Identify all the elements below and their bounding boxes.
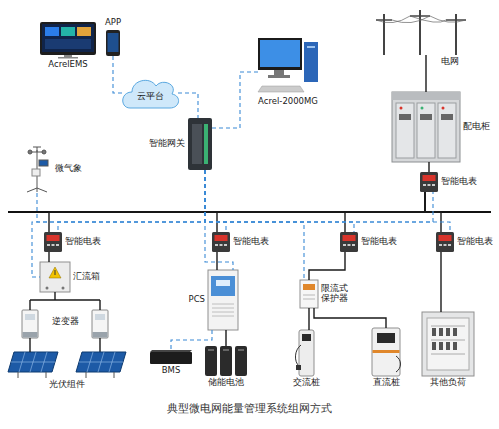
solar-panel-icon xyxy=(8,352,126,378)
pcs-icon xyxy=(208,270,238,330)
combiner-box-icon xyxy=(40,262,70,292)
node-label: 智能网关 xyxy=(149,139,185,149)
power-line xyxy=(314,308,386,328)
protector-icon xyxy=(300,280,318,308)
dc-charger-node: 直流桩 xyxy=(372,328,400,376)
node-label: 直流桩 xyxy=(373,378,400,388)
inverter-icon xyxy=(22,300,108,352)
pcs-node: PCS xyxy=(208,270,238,330)
node-label: 配电柜 xyxy=(463,122,490,132)
power-line xyxy=(216,252,217,270)
pv-node: 光伏组件 xyxy=(8,352,126,378)
power-line xyxy=(308,308,309,330)
monitor-node: AcrelEMS xyxy=(40,22,96,58)
node-label: 光伏组件 xyxy=(49,380,85,390)
node-label: 储能电池 xyxy=(208,378,244,388)
node-label: 智能电表 xyxy=(65,237,101,247)
node-label: BMS xyxy=(162,366,181,376)
power-line xyxy=(440,252,441,312)
bms-node: BMS xyxy=(150,350,192,364)
meter-icon xyxy=(44,172,454,252)
node-label: APP xyxy=(105,18,121,28)
node-label: Acrel-2000MG xyxy=(258,97,318,107)
comm-link xyxy=(205,170,433,222)
power-line xyxy=(29,338,30,352)
meter-node: 智能电表 xyxy=(436,232,454,252)
comm-link xyxy=(212,72,258,128)
combiner-node: 汇流箱 xyxy=(40,262,70,292)
ac-charger-node: 交流桩 xyxy=(295,330,318,376)
gateway-node: 智能网关 xyxy=(188,118,212,170)
power-line xyxy=(425,55,426,92)
meter-node: 智能电表 xyxy=(420,172,438,192)
node-label: 云平台 xyxy=(137,92,164,102)
computer-icon xyxy=(258,38,318,92)
phone-icon xyxy=(106,30,120,56)
node-label: 电网 xyxy=(441,57,459,67)
comm-link xyxy=(205,170,450,232)
node-label: 微气象 xyxy=(55,164,82,174)
node-label: PCS xyxy=(189,295,205,305)
node-label: 限流式 保护器 xyxy=(321,284,350,304)
comm-link xyxy=(178,93,198,118)
meter-node: 智能电表 xyxy=(44,232,62,252)
comm-link xyxy=(205,170,233,270)
power-line xyxy=(345,192,425,232)
comm-link xyxy=(113,56,122,93)
power-line xyxy=(217,192,425,232)
figure-caption: 典型微电网能量管理系统组网方式 xyxy=(0,401,499,416)
node-label: 逆变器 xyxy=(52,317,79,327)
inverter-node: 逆变器 xyxy=(22,300,108,338)
node-label: 智能电表 xyxy=(457,237,493,247)
power-line xyxy=(54,292,55,300)
power-line xyxy=(309,252,345,280)
monitor-icon xyxy=(40,22,96,59)
node-label: 交流桩 xyxy=(293,378,320,388)
bms-icon xyxy=(150,350,192,364)
node-label: 智能电表 xyxy=(233,237,269,247)
weather-station-icon xyxy=(27,147,48,192)
gateway-icon xyxy=(188,118,212,170)
phone-node: APP xyxy=(106,30,120,56)
node-label: AcrelEMS xyxy=(48,60,87,70)
battery-icon xyxy=(205,346,247,376)
power-grid-icon xyxy=(376,10,466,55)
power-line xyxy=(225,330,226,346)
grid-node: 电网 xyxy=(370,8,470,55)
load-cabinet-icon xyxy=(422,312,474,376)
dc-charger-icon xyxy=(372,328,401,376)
meter-node: 智能电表 xyxy=(212,232,230,252)
comm-link xyxy=(32,170,205,277)
comm-link xyxy=(205,170,226,232)
cabinet-node: 配电柜 xyxy=(392,92,460,162)
comm-link xyxy=(58,170,205,232)
meter-node: 智能电表 xyxy=(340,232,358,252)
power-line xyxy=(48,252,49,262)
battery-node: 储能电池 xyxy=(205,346,247,376)
node-label: 其他负荷 xyxy=(430,378,466,388)
protector-node: 限流式 保护器 xyxy=(300,280,318,308)
ac-charger-icon xyxy=(295,330,314,376)
computer-node: Acrel-2000MG xyxy=(258,38,318,95)
comm-link xyxy=(171,330,212,350)
comm-link xyxy=(205,170,354,232)
comm-link xyxy=(37,170,205,222)
power-line xyxy=(428,162,429,172)
power-line xyxy=(49,192,425,232)
node-label: 汇流箱 xyxy=(73,272,100,282)
node-label: 智能电表 xyxy=(361,237,397,247)
cabinet-icon xyxy=(392,92,460,162)
comm-link xyxy=(205,170,304,280)
load-node: 其他负荷 xyxy=(422,312,474,376)
cloud-node: 云平台 xyxy=(122,78,178,108)
node-label: 智能电表 xyxy=(441,177,477,187)
cloud-icon xyxy=(123,80,179,108)
weather-node: 微气象 xyxy=(22,145,52,192)
